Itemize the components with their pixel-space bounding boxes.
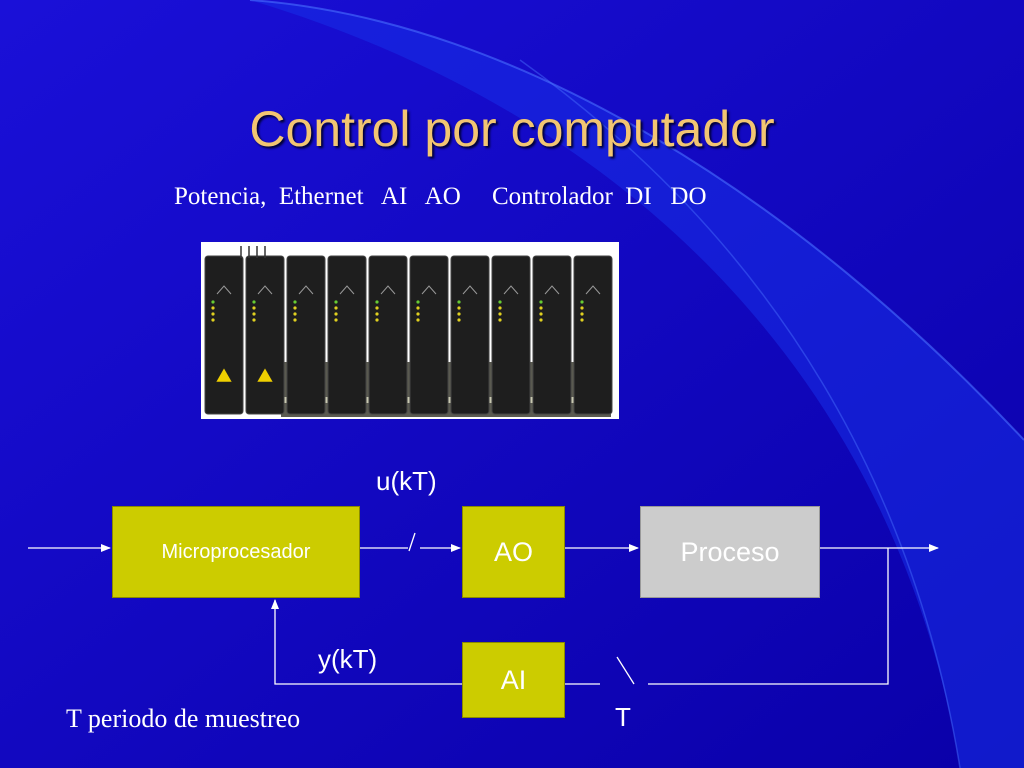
module-led bbox=[334, 306, 338, 310]
module-led bbox=[211, 312, 215, 316]
slide-title: Control por computador bbox=[249, 101, 775, 157]
microprocesador-label: Microprocesador bbox=[161, 540, 311, 563]
rack-module bbox=[491, 255, 531, 415]
module-led bbox=[211, 318, 215, 322]
rack-module bbox=[532, 255, 572, 415]
module-led bbox=[334, 318, 338, 322]
ai-to-micro-arrow bbox=[271, 599, 462, 685]
module-logo bbox=[585, 285, 601, 295]
rack-module bbox=[204, 255, 244, 415]
rack-module bbox=[286, 255, 326, 415]
module-logo bbox=[380, 285, 396, 295]
module-logo bbox=[216, 285, 232, 295]
module-led bbox=[375, 312, 379, 316]
module-led bbox=[457, 318, 461, 322]
ai-label: AI bbox=[500, 664, 527, 695]
module-led bbox=[334, 312, 338, 316]
rack-module bbox=[368, 255, 408, 415]
sampling-period-note: T periodo de muestreo bbox=[66, 704, 301, 733]
module-led bbox=[457, 300, 461, 304]
microprocesador-block: Microprocesador bbox=[112, 506, 360, 598]
module-led bbox=[293, 312, 297, 316]
ao-label: AO bbox=[493, 536, 533, 567]
module-led bbox=[457, 306, 461, 310]
module-led bbox=[416, 306, 420, 310]
module-led bbox=[252, 318, 256, 322]
proceso-label: Proceso bbox=[680, 536, 780, 567]
module-logo bbox=[339, 285, 355, 295]
module-led bbox=[252, 300, 256, 304]
module-logo bbox=[462, 285, 478, 295]
module-led bbox=[293, 300, 297, 304]
module-led bbox=[211, 306, 215, 310]
module-led bbox=[539, 318, 543, 322]
rack-module bbox=[450, 255, 490, 415]
module-led bbox=[580, 312, 584, 316]
plc-rack-photo bbox=[201, 242, 619, 419]
ao-block: AO bbox=[462, 506, 565, 598]
sampler-switch bbox=[616, 656, 635, 685]
module-led bbox=[211, 300, 215, 304]
module-led bbox=[375, 318, 379, 322]
warning-icon bbox=[256, 367, 274, 383]
module-logo bbox=[503, 285, 519, 295]
module-led bbox=[416, 318, 420, 322]
sampler-slash-line bbox=[408, 532, 416, 552]
module-led bbox=[539, 306, 543, 310]
module-led bbox=[293, 318, 297, 322]
ai-block: AI bbox=[462, 642, 565, 718]
module-led bbox=[416, 300, 420, 304]
module-led bbox=[580, 318, 584, 322]
module-led bbox=[539, 300, 543, 304]
module-led bbox=[252, 312, 256, 316]
rack-module bbox=[573, 255, 613, 415]
module-led bbox=[498, 318, 502, 322]
module-led bbox=[416, 312, 420, 316]
module-led bbox=[457, 312, 461, 316]
module-led bbox=[539, 312, 543, 316]
warning-icon bbox=[215, 367, 233, 383]
sample-period-label: T bbox=[615, 702, 631, 732]
module-led bbox=[580, 300, 584, 304]
plc-rack-icon bbox=[204, 246, 613, 417]
rack-module bbox=[327, 255, 367, 415]
module-led bbox=[375, 306, 379, 310]
module-led bbox=[252, 306, 256, 310]
module-logo bbox=[257, 285, 273, 295]
module-led bbox=[498, 312, 502, 316]
module-led bbox=[293, 306, 297, 310]
proceso-block: Proceso bbox=[640, 506, 820, 598]
rack-module bbox=[409, 255, 449, 415]
u-signal-label: u(kT) bbox=[376, 466, 437, 496]
module-led bbox=[498, 300, 502, 304]
slide-subtitle: Potencia, Ethernet AI AO Controlador DI … bbox=[174, 183, 707, 210]
module-led bbox=[498, 306, 502, 310]
module-led bbox=[375, 300, 379, 304]
feedback-line bbox=[648, 548, 889, 685]
module-led bbox=[334, 300, 338, 304]
y-signal-label: y(kT) bbox=[318, 644, 378, 674]
module-led bbox=[580, 306, 584, 310]
module-logo bbox=[544, 285, 560, 295]
module-logo bbox=[421, 285, 437, 295]
module-logo bbox=[298, 285, 314, 295]
